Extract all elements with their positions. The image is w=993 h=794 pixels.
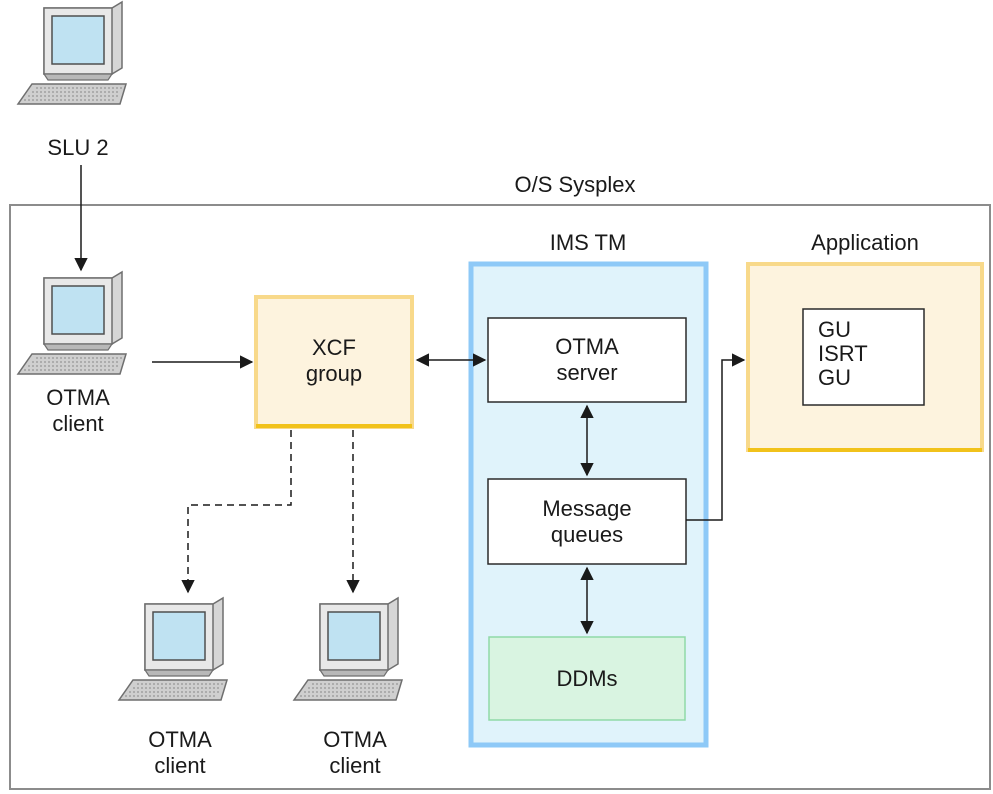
computer-terminal-icon — [118, 597, 228, 701]
otma-client-main-label: OTMA client — [28, 385, 128, 437]
otma-client-main-line2: client — [52, 411, 104, 436]
ddms-box — [488, 636, 686, 721]
otma-server-text: OTMA server — [488, 318, 686, 402]
application-call-1: GU — [818, 317, 851, 342]
ddms-label: DDMs — [556, 665, 618, 691]
computer-terminal-icon — [293, 597, 403, 701]
otma-server-line2: server — [556, 360, 618, 385]
application-calls-box — [802, 308, 925, 406]
message-queues-text: Message queues — [488, 479, 686, 564]
computer-terminal-icon — [17, 1, 127, 105]
arrow-queues-to-application — [686, 353, 746, 521]
otma-client-left-line2: client — [154, 753, 206, 778]
message-queues-line1: Message — [542, 495, 632, 521]
otma-client-right-line1: OTMA — [323, 727, 387, 752]
computer-terminal-icon — [17, 271, 127, 375]
dashed-xcf-to-left-client — [181, 430, 292, 594]
slu2-label: SLU 2 — [47, 135, 109, 160]
message-queues-box — [487, 478, 687, 565]
otma-client-left-line1: OTMA — [148, 727, 212, 752]
otma-server-box — [487, 317, 687, 403]
sysplex-label: O/S Sysplex — [514, 172, 636, 197]
ddms-text: DDMs — [489, 637, 685, 720]
application-label: Application — [811, 230, 919, 255]
application-calls: GU ISRT GU — [818, 318, 868, 390]
xcf-group-line1: XCF — [312, 335, 356, 360]
application-call-2: ISRT — [818, 341, 868, 366]
otma-server-line1: OTMA — [555, 334, 619, 359]
xcf-group-line2: group — [305, 361, 363, 386]
xcf-group-text: XCF group — [256, 297, 412, 425]
ims-tm-label: IMS TM — [549, 230, 627, 255]
otma-client-main-line1: OTMA — [46, 385, 110, 410]
sysplex-frame — [9, 204, 991, 790]
otma-client-left-label: OTMA client — [130, 727, 230, 779]
otma-client-right-line2: client — [329, 753, 381, 778]
message-queues-line2: queues — [550, 521, 624, 547]
application-call-3: GU — [818, 365, 851, 390]
otma-client-right-label: OTMA client — [305, 727, 405, 779]
